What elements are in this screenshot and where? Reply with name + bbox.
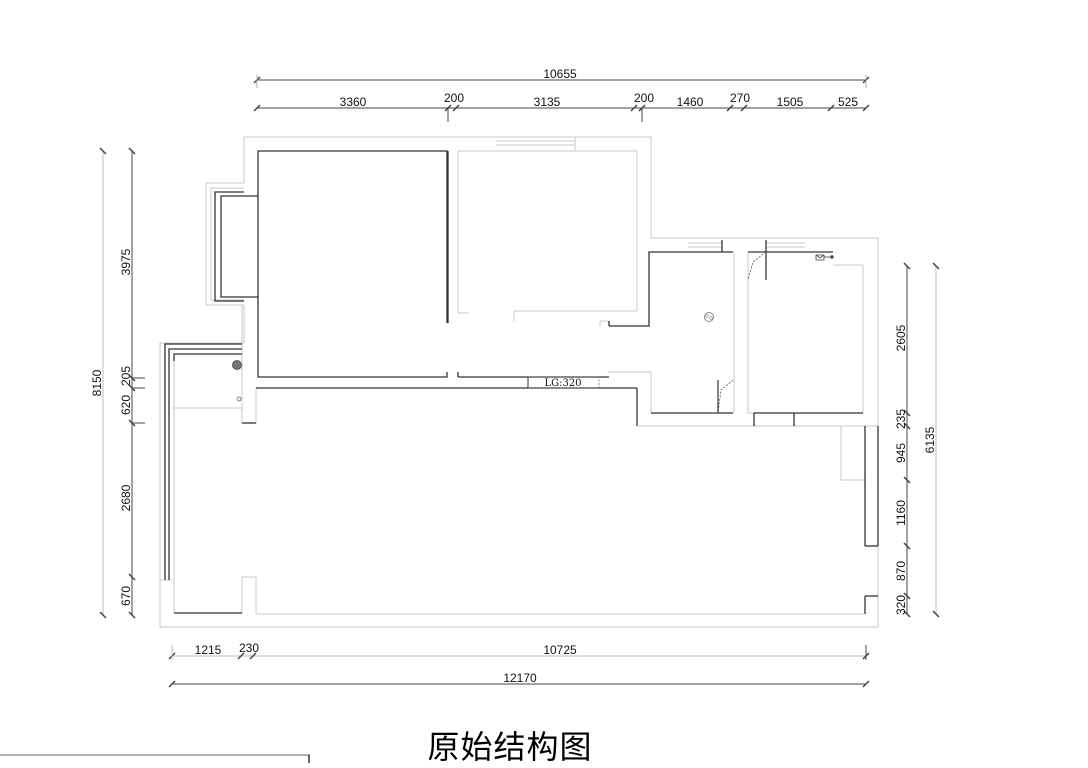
- outer-walls-light: [159, 136, 879, 628]
- svg-text:3135: 3135: [534, 95, 561, 109]
- svg-text:3360: 3360: [340, 95, 367, 109]
- svg-text:1460: 1460: [677, 95, 704, 109]
- svg-text:LG:320: LG:320: [544, 378, 581, 389]
- svg-text:870: 870: [894, 561, 908, 581]
- top-dimension-lines: [253, 75, 870, 122]
- svg-text:1505: 1505: [777, 95, 804, 109]
- bottom-dimension-lines: [168, 645, 870, 688]
- drain-icon: [704, 312, 714, 322]
- svg-text:230: 230: [239, 641, 259, 655]
- svg-text:1160: 1160: [894, 500, 908, 526]
- frame-border: [0, 754, 310, 763]
- left-dimension-labels: 8150 3975 205 620 2680 670: [90, 248, 133, 606]
- svg-text:8150: 8150: [90, 369, 104, 396]
- svg-text:2605: 2605: [894, 324, 908, 351]
- door-swings: [717, 251, 767, 414]
- bottom-dimension-labels: 1215 230 10725 12170: [195, 641, 577, 685]
- svg-text:1215: 1215: [195, 643, 222, 657]
- svg-text:945: 945: [894, 443, 908, 463]
- inner-walls-dark: [164, 150, 879, 614]
- top-dimension-labels: 10655 3360 200 3135 200 1460 270 1505 52…: [340, 67, 859, 109]
- svg-text:205: 205: [119, 366, 133, 386]
- drawing-title: 原始结构图: [427, 728, 593, 766]
- svg-text:200: 200: [444, 91, 464, 105]
- svg-text:320: 320: [894, 595, 908, 615]
- svg-text:525: 525: [838, 95, 858, 109]
- svg-text:670: 670: [119, 586, 133, 606]
- svg-text:270: 270: [730, 91, 750, 105]
- meter-box-icon: [815, 254, 834, 261]
- valve-icon: [236, 396, 242, 402]
- svg-text:620: 620: [119, 395, 133, 415]
- svg-text:12170: 12170: [503, 671, 537, 685]
- beam-lg-320: LG:320: [527, 376, 600, 389]
- svg-text:10655: 10655: [543, 67, 577, 81]
- svg-text:235: 235: [894, 409, 908, 429]
- svg-text:6135: 6135: [923, 426, 937, 453]
- pipe-icon: [232, 360, 242, 370]
- svg-text:200: 200: [634, 91, 654, 105]
- right-dimension-lines: [903, 262, 940, 618]
- left-dimension-lines: [99, 147, 145, 619]
- svg-text:2680: 2680: [119, 484, 133, 511]
- svg-text:10725: 10725: [543, 643, 577, 657]
- svg-text:3975: 3975: [119, 248, 133, 275]
- right-dimension-labels: 2605 235 945 1160 870 320 6135: [894, 324, 937, 615]
